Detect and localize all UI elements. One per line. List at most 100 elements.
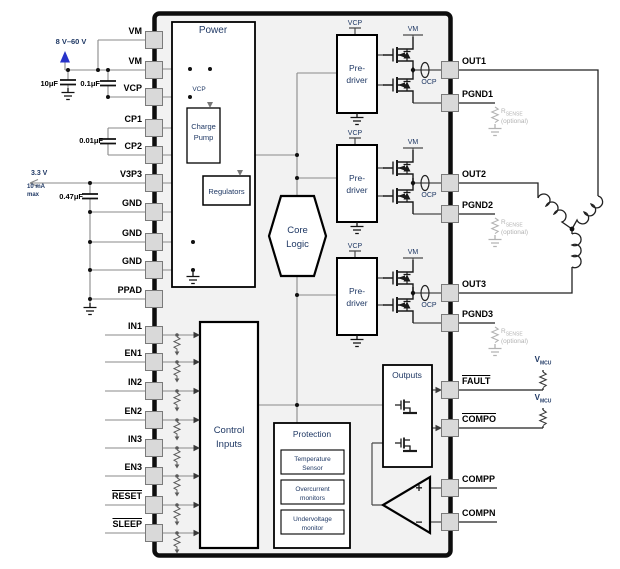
motor-coil-1	[571, 195, 604, 230]
motor-coil-3	[570, 232, 582, 269]
pin-label-pgnd2: PGND2	[462, 200, 494, 210]
pin-label-vm-2: VM	[128, 56, 143, 66]
pin-label-sleep: SLEEP	[112, 519, 142, 529]
v3p3-rail-label: 3.3 V	[31, 170, 48, 177]
rsense-label-3: RSENSE(optional)	[501, 328, 529, 346]
regulators-label: Regulators	[208, 187, 245, 196]
control-inputs-label-2: Inputs	[216, 439, 242, 450]
pin-label-en2: EN2	[124, 406, 142, 416]
half-bridge-3	[382, 259, 430, 324]
ocp-sensor-2	[420, 174, 430, 192]
ocp-label-3: OCP	[421, 302, 437, 309]
power-block-label: Power	[199, 25, 228, 36]
pin-label-vcp: VCP	[123, 83, 142, 93]
pin-label-cp2: CP2	[124, 141, 142, 151]
predriver3-label-1: Pre-	[349, 286, 365, 296]
rsense-label-2: RSENSE(optional)	[501, 219, 529, 237]
predriver1-label-1: Pre-	[349, 63, 365, 73]
rsense-gnd-2	[487, 234, 503, 248]
compo-pullup-resistor	[539, 409, 547, 427]
temp-sensor-label-2: Sensor	[302, 465, 323, 472]
outputs-label: Outputs	[392, 370, 422, 380]
supply-range-label: 8 V–60 V	[55, 37, 87, 46]
overcurrent-label-1: Overcurrent	[295, 486, 330, 493]
pin-label-gnd-3: GND	[122, 256, 142, 266]
predriver1-label-2: driver	[346, 75, 367, 85]
vm-cap-label: 0.1μF	[80, 79, 100, 88]
junction-dots	[66, 67, 575, 407]
core-logic-label-2: Logic	[286, 239, 309, 250]
core-logic-block	[267, 194, 328, 278]
ocp-label-2: OCP	[421, 192, 437, 199]
pin-label-en3: EN3	[124, 462, 142, 472]
pin-label-ppad: PPAD	[117, 285, 142, 295]
pin-label-in1: IN1	[127, 321, 142, 331]
v3p3-current-label: 10 mA	[27, 184, 46, 190]
temperature-sensor-block	[280, 449, 345, 475]
charge-pump-label-2: Pump	[194, 133, 214, 142]
vm-flag-2: VM	[408, 139, 419, 146]
pin-label-gnd-2: GND	[122, 228, 142, 238]
rsense-gnd-1	[487, 123, 503, 137]
comparator	[380, 475, 432, 535]
vcp-flag-2: VCP	[348, 130, 363, 137]
charge-pump-block	[186, 107, 221, 164]
supply-arrow-icon	[60, 51, 70, 63]
pin-label-compn: COMPN	[462, 508, 496, 518]
pin-label-pgnd3: PGND3	[462, 309, 494, 319]
comparator-minus: −	[415, 515, 422, 529]
rsense-label-1: RSENSE(optional)	[501, 108, 529, 126]
pin-label-out3: OUT3	[462, 279, 487, 289]
predriver3-label-2: driver	[346, 298, 367, 308]
temp-sensor-label-1: Temperature	[294, 456, 331, 463]
comparator-plus: +	[415, 481, 422, 495]
bulk-cap-label: 10μF	[40, 79, 58, 88]
vmcu-label-compo: VMCU	[534, 393, 552, 405]
cp-cap-label: 0.01μF	[79, 136, 103, 145]
pin-label-out2: OUT2	[462, 169, 487, 179]
overcurrent-label-2: monitors	[300, 495, 326, 502]
pin-label-compp: COMPP	[462, 474, 496, 484]
v3p3-max-label: max	[27, 192, 40, 198]
predriver2-label-1: Pre-	[349, 173, 365, 183]
half-bridge-2	[382, 149, 430, 215]
ocp-label-1: OCP	[421, 79, 437, 86]
pin-label-v3p3: V3P3	[119, 169, 142, 179]
vm-flag-3: VM	[408, 249, 419, 256]
motor-coil-2	[537, 193, 573, 230]
vcp-flag-3: VCP	[348, 243, 363, 250]
power-block	[171, 21, 256, 288]
predriver-block-2	[336, 144, 378, 223]
vm-flag-1: VM	[408, 26, 419, 33]
vcp-flag-power: VCP	[192, 86, 205, 93]
pin-label-en1: EN1	[124, 348, 142, 358]
undervoltage-label-1: Undervoltage	[293, 516, 332, 523]
pin-label-fault: FAULT	[462, 376, 491, 386]
pin-label-cp1: CP1	[124, 114, 142, 124]
core-logic-label-1: Core	[287, 225, 308, 236]
vmcu-label-fault: VMCU	[534, 355, 552, 367]
rsense-3	[491, 326, 499, 344]
predriver2-label-2: driver	[346, 185, 367, 195]
external-right-wires	[459, 69, 604, 523]
regulators-block	[202, 175, 251, 206]
ocp-sensor-1	[420, 61, 430, 79]
undervoltage-label-2: monitor	[302, 525, 325, 532]
fault-pullup-resistor	[539, 371, 547, 389]
vcp-flag-1: VCP	[348, 20, 363, 27]
overcurrent-monitors-block	[280, 479, 345, 505]
predriver-block-1	[336, 34, 378, 114]
rsense-gnd-3	[487, 343, 503, 357]
undervoltage-monitor-block	[280, 509, 345, 535]
control-inputs-block	[198, 320, 260, 550]
charge-pump-label-1: Charge	[191, 122, 216, 131]
protection-label: Protection	[293, 429, 332, 439]
v3p3-cap-label: 0.47μF	[59, 192, 83, 201]
pin-label-compo: COMPO	[462, 414, 497, 424]
pin-label-in3: IN3	[127, 434, 142, 444]
pin-label-pgnd1: PGND1	[462, 89, 494, 99]
pin-label-in2: IN2	[127, 377, 142, 387]
ocp-sensor-3	[420, 284, 430, 302]
